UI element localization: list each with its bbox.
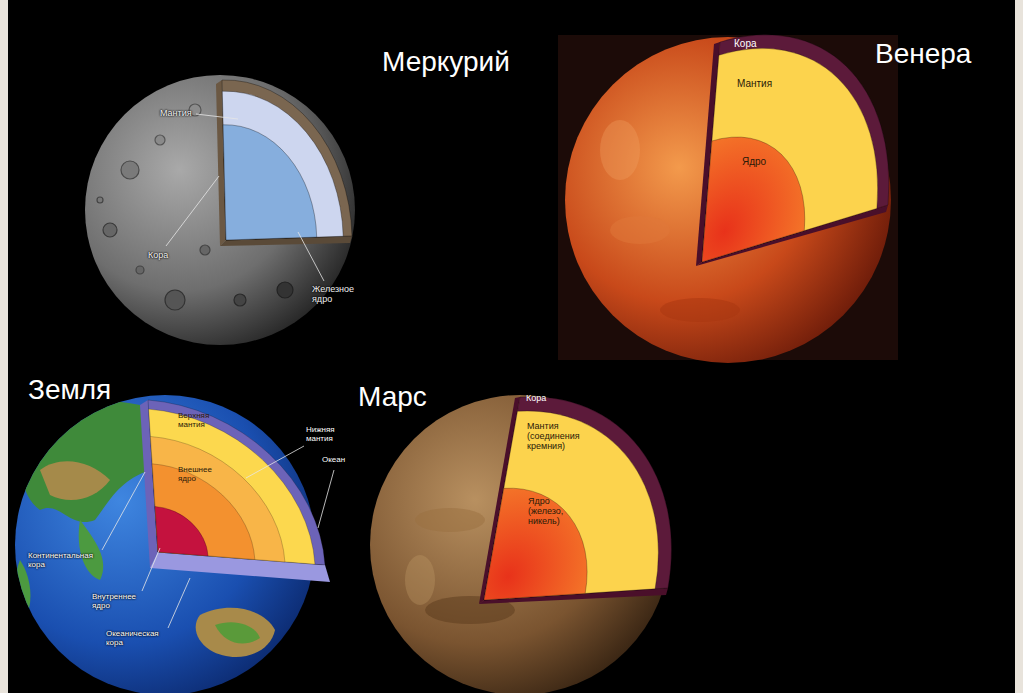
planet-name: Земля [28, 374, 168, 405]
planet-name: Марс [358, 381, 478, 412]
layer-label: Мантия [160, 108, 220, 118]
layer-label: Кора [734, 38, 774, 49]
layer-label: Континентальная кора [28, 552, 104, 570]
layer-label: Внутреннее ядро [92, 593, 148, 611]
layer-label: Океаническая кора [106, 630, 168, 648]
layer-label: Верхняя мантия [178, 412, 218, 430]
earth [15, 395, 334, 693]
venus [558, 0, 906, 363]
layer-label: Ядро [742, 156, 782, 167]
layer-label: Железное ядро [312, 284, 362, 304]
layer-label: Мантия [737, 78, 797, 89]
layer-label: Кора [526, 393, 566, 403]
planet-name: Меркурий [382, 46, 582, 77]
planet-name: Венера [875, 38, 1015, 69]
layer-label: Океан [322, 456, 362, 465]
layer-label: Кора [148, 250, 198, 260]
layer-label: Внешнее ядро [178, 466, 218, 484]
layer-label: Нижняя мантия [306, 426, 346, 444]
layer-label: Мантия (соединения кремния) [527, 421, 587, 451]
layer-label: Ядро (железо, никель) [528, 496, 576, 526]
mercury [85, 75, 355, 345]
mars [370, 385, 704, 693]
